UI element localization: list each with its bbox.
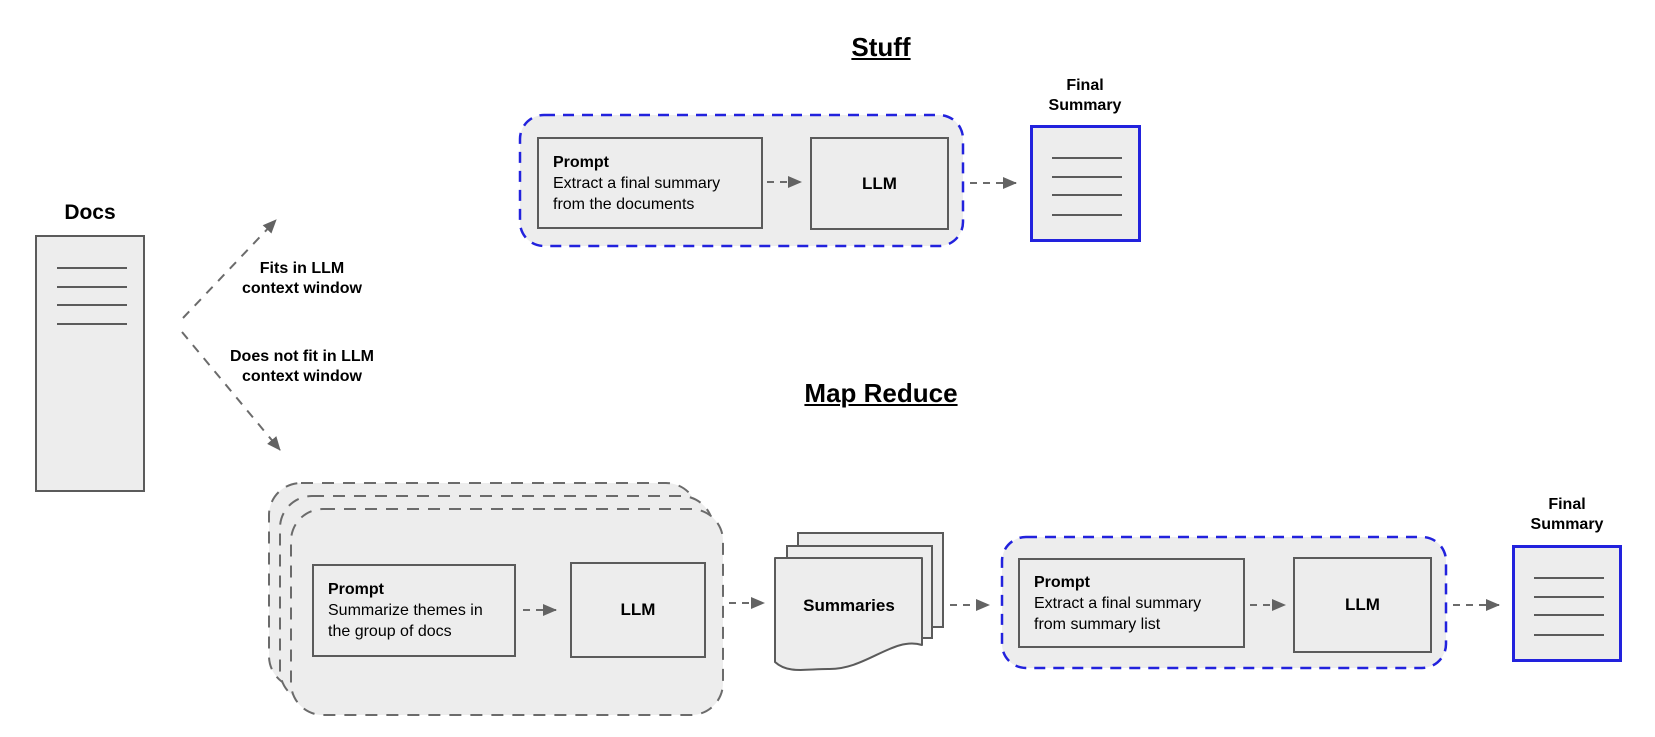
stuff-section-title: Stuff: [781, 32, 981, 63]
stuff-final-summary-label-line1: Final: [1066, 77, 1104, 94]
notfit-branch-label: Does not fit in LLM context window: [210, 347, 394, 387]
reduce-llm-label: LLM: [1345, 595, 1380, 614]
reduce-final-summary-label-line2: Summary: [1530, 516, 1604, 533]
reduce-prompt-line1: Extract a final summary: [1034, 594, 1202, 612]
stuff-prompt-line1: Extract a final summary: [553, 174, 721, 192]
stuff-prompt-box: Prompt Extract a final summary from the …: [537, 137, 763, 229]
notfit-branch-label-line1: Does not fit in LLM: [230, 348, 374, 365]
doc-text-line: [1052, 194, 1122, 196]
doc-text-line: [1534, 634, 1604, 636]
map-reduce-section-title-text: Map Reduce: [804, 378, 958, 408]
map-prompt-heading: Prompt: [328, 581, 384, 598]
notfit-branch-label-line2: context window: [242, 368, 362, 385]
doc-text-line: [57, 267, 127, 269]
stuff-prompt-line2: from the documents: [553, 195, 695, 213]
reduce-llm-box: LLM: [1293, 557, 1432, 653]
fits-branch-label: Fits in LLM context window: [210, 259, 394, 299]
fits-branch-label-line1: Fits in LLM: [259, 260, 345, 277]
doc-text-line: [57, 323, 127, 325]
doc-text-line: [1052, 176, 1122, 178]
stuff-final-summary-document: [1030, 125, 1141, 242]
map-prompt-line2: the group of docs: [328, 623, 452, 640]
reduce-prompt-line2: from summary list: [1034, 615, 1161, 633]
reduce-prompt-box: Prompt Extract a final summary from summ…: [1018, 558, 1245, 648]
doc-text-line: [1534, 577, 1604, 579]
stuff-llm-label: LLM: [862, 173, 897, 193]
reduce-final-summary-label: Final Summary: [1507, 495, 1627, 535]
stuff-prompt-heading: Prompt: [553, 153, 609, 171]
doc-text-line: [1052, 157, 1122, 159]
summaries-page-front-icon: [774, 557, 923, 671]
map-prompt-line1: Summarize themes in: [328, 602, 483, 619]
map-prompt-box: Prompt Summarize themes in the group of …: [312, 564, 516, 657]
reduce-prompt-heading: Prompt: [1034, 573, 1090, 591]
map-reduce-section-title: Map Reduce: [731, 378, 1031, 409]
reduce-final-summary-label-line1: Final: [1548, 496, 1586, 513]
doc-text-line: [1534, 614, 1604, 616]
doc-text-line: [57, 286, 127, 288]
doc-text-line: [1052, 214, 1122, 216]
doc-text-line: [1534, 596, 1604, 598]
map-llm-label: LLM: [620, 600, 656, 619]
doc-text-line: [57, 304, 127, 306]
docs-title: Docs: [64, 201, 116, 224]
docs-document: [35, 235, 145, 492]
stuff-final-summary-label-line2: Summary: [1048, 97, 1122, 114]
summaries-label: Summaries: [803, 596, 895, 615]
stuff-final-summary-label: Final Summary: [1025, 76, 1145, 116]
notfit-branch-arrow: [181, 331, 281, 451]
map-llm-box: LLM: [570, 562, 706, 658]
stuff-section-title-text: Stuff: [851, 32, 911, 62]
fits-branch-arrow: [182, 219, 277, 319]
stuff-llm-box: LLM: [810, 137, 949, 230]
reduce-final-summary-document: [1512, 545, 1622, 662]
fits-branch-label-line2: context window: [242, 280, 362, 297]
